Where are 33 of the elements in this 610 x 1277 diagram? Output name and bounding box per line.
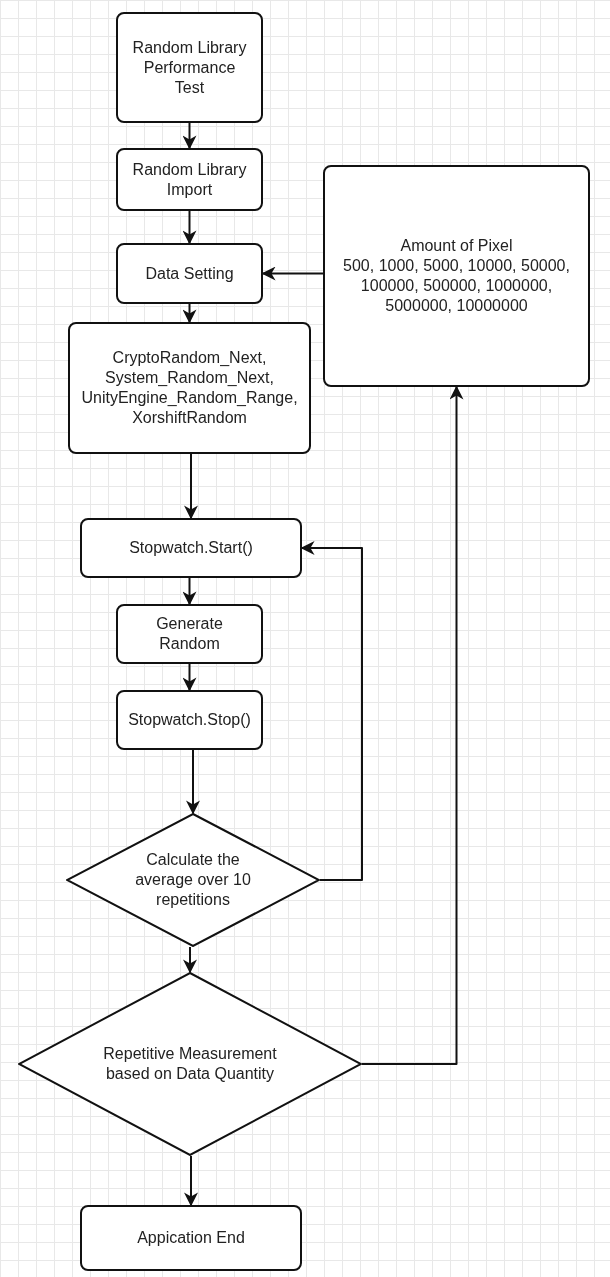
arrow bbox=[183, 946, 197, 974]
arrow bbox=[182, 303, 197, 324]
box-label: Data Setting bbox=[145, 263, 234, 284]
arrow bbox=[182, 210, 197, 245]
process-box bbox=[116, 690, 263, 750]
box-label: CryptoRandom_Next, System_Random_Next, UnityEngine_Random_Range, XorshiftRandom bbox=[81, 348, 298, 428]
diamond-label: Calculate the average over 10 repetitions bbox=[134, 850, 252, 910]
arrow bbox=[184, 453, 198, 520]
process-box bbox=[68, 322, 311, 454]
arrow bbox=[261, 266, 324, 281]
arrow bbox=[300, 541, 363, 881]
box-body-text: 500, 1000, 5000, 10000, 50000, 100000, 500000, 1000000, 5000000, 10000000 bbox=[342, 256, 571, 316]
box-label: Generate Random bbox=[155, 614, 224, 654]
process-box bbox=[116, 12, 263, 123]
box-label: Appication End bbox=[137, 1228, 245, 1248]
arrow bbox=[361, 385, 464, 1065]
process-box bbox=[116, 148, 263, 211]
process-box bbox=[80, 1205, 302, 1271]
process-box bbox=[116, 604, 263, 664]
arrow bbox=[186, 749, 200, 815]
arrow bbox=[184, 1155, 198, 1207]
box-label: Random Library Performance Test bbox=[131, 37, 248, 98]
diamond-label: Repetitive Measurement based on Data Quantity bbox=[102, 1044, 278, 1084]
arrow bbox=[182, 663, 197, 692]
box-label: Amount of Pixel bbox=[400, 236, 513, 256]
arrow bbox=[182, 577, 197, 606]
box-label: Random Library Import bbox=[131, 159, 248, 200]
arrow bbox=[182, 122, 197, 150]
process-box bbox=[80, 518, 302, 578]
process-box bbox=[116, 243, 263, 304]
box-label: Stopwatch.Stop() bbox=[128, 710, 251, 730]
box-label: Stopwatch.Start() bbox=[129, 538, 253, 558]
process-box bbox=[323, 165, 590, 387]
